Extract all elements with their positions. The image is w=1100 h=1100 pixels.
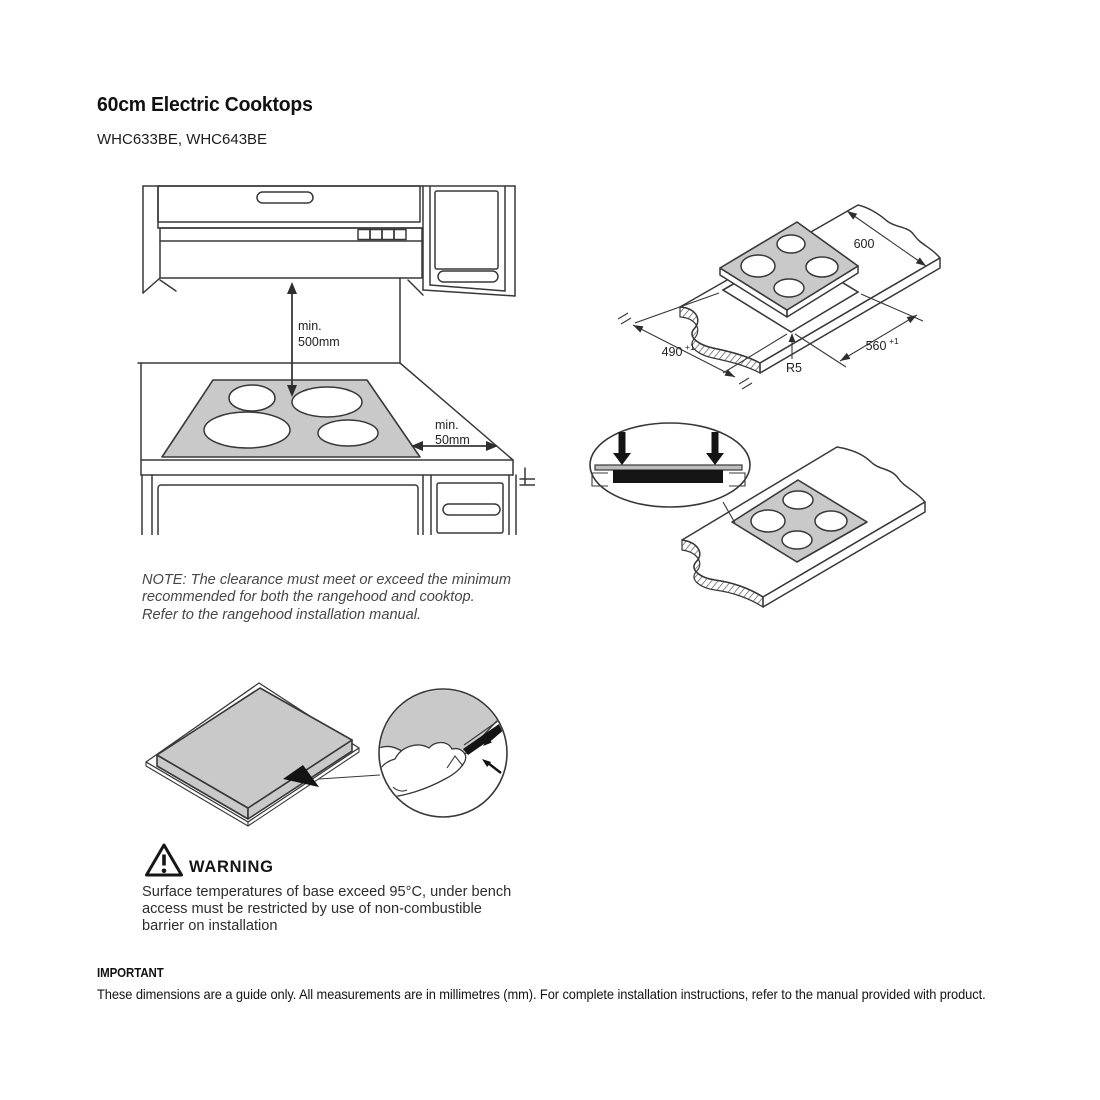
warning-triangle-icon: [145, 843, 183, 877]
callout-leader-line: [318, 774, 381, 780]
burner: [805, 256, 839, 278]
dimension-600: [846, 210, 927, 267]
benchtop-break-edge: [681, 539, 764, 609]
warning-title: WARNING: [189, 858, 274, 876]
note-line: Refer to the rangehood installation manu…: [142, 606, 422, 623]
installation-diagram: [589, 422, 926, 609]
wall-and-counter: [137, 277, 535, 486]
dim-600-label: 600: [854, 237, 875, 251]
footer-heading: IMPORTANT: [97, 966, 164, 980]
min-500mm-label-line2: 500mm: [298, 335, 340, 349]
dimension-490: [617, 312, 753, 390]
finger-crease: [446, 755, 464, 769]
cooktop-with-seal: [145, 682, 360, 827]
burner: [782, 490, 814, 510]
cooktop-installed: [731, 479, 868, 563]
cooktop-floating: [719, 221, 859, 318]
cabinet-handle: [256, 191, 314, 204]
footer-text: These dimensions are a guide only. All m…: [97, 986, 986, 1002]
base-cabinets: [141, 474, 517, 535]
clearance-note: NOTE: The clearance must meet or exceed …: [142, 572, 511, 624]
warning-line: access must be restricted by use of non-…: [142, 901, 482, 918]
min-500mm-label-line1: min.: [298, 319, 322, 333]
warning-line: Surface temperatures of base exceed 95°C…: [142, 884, 512, 900]
clearance-diagram: min. 500mm min. 50mm: [137, 185, 535, 535]
note-line: NOTE: The clearance must meet or exceed …: [142, 572, 512, 588]
seal-strip: [283, 765, 319, 787]
rangehood: [159, 227, 424, 296]
dimension-arrow-50mm: [411, 441, 498, 451]
burner: [750, 509, 786, 533]
burner: [203, 411, 291, 449]
corner-radius-callout: [788, 333, 796, 359]
press-together-arrows: [482, 728, 504, 774]
warning-line: barrier on installation: [142, 918, 278, 935]
burner: [317, 419, 379, 447]
burner: [773, 278, 805, 298]
note-line: recommended for both the rangehood and c…: [142, 589, 475, 606]
dim-490-label: 490: [662, 345, 683, 359]
warning-text: Surface temperatures of base exceed 95°C…: [142, 884, 511, 936]
rangehood-control-buttons: [357, 228, 407, 241]
dimension-560: [839, 314, 918, 362]
burner: [814, 510, 848, 532]
cabinet-handle: [437, 270, 499, 283]
min-50mm-label-line1: min.: [435, 418, 459, 432]
right-wall-cabinet: [419, 185, 516, 297]
model-numbers: WHC633BE, WHC643BE: [97, 131, 268, 148]
min-50mm-label-line2: 50mm: [435, 433, 470, 447]
burner: [781, 530, 813, 550]
burner: [228, 384, 276, 412]
cooktop-glass-section: [594, 464, 743, 471]
seal-strip-zoom: [463, 724, 504, 755]
cooktop-body-section: [613, 470, 723, 483]
corner-radius-label: R5: [786, 361, 802, 375]
cross-section-callout: [589, 422, 751, 508]
page-title: 60cm Electric Cooktops: [97, 94, 313, 116]
burner: [291, 386, 363, 418]
drawer-handle: [442, 503, 501, 516]
benchtop-break-edge: [679, 306, 761, 374]
burner: [776, 234, 806, 254]
callout-leader-line: [722, 501, 736, 524]
benchtop-section-right: [729, 472, 746, 487]
seal-detail-diagram: [145, 682, 508, 827]
benchtop-section-left: [591, 472, 608, 487]
dim-560-label: 560: [866, 339, 887, 353]
dim-560-tolerance: +1: [889, 336, 899, 346]
burner: [740, 254, 776, 278]
cutout-dimensions-diagram: 600 560 +1 490 +1 R5: [617, 204, 941, 390]
dimension-arrow-500mm: [287, 282, 297, 397]
benchtop-with-cooktop: [681, 446, 926, 609]
press-down-arrows: [613, 432, 724, 465]
cooktop-top-view: [161, 379, 421, 458]
dim-490-tolerance: +1: [685, 342, 695, 352]
knuckle-line: [392, 786, 408, 792]
